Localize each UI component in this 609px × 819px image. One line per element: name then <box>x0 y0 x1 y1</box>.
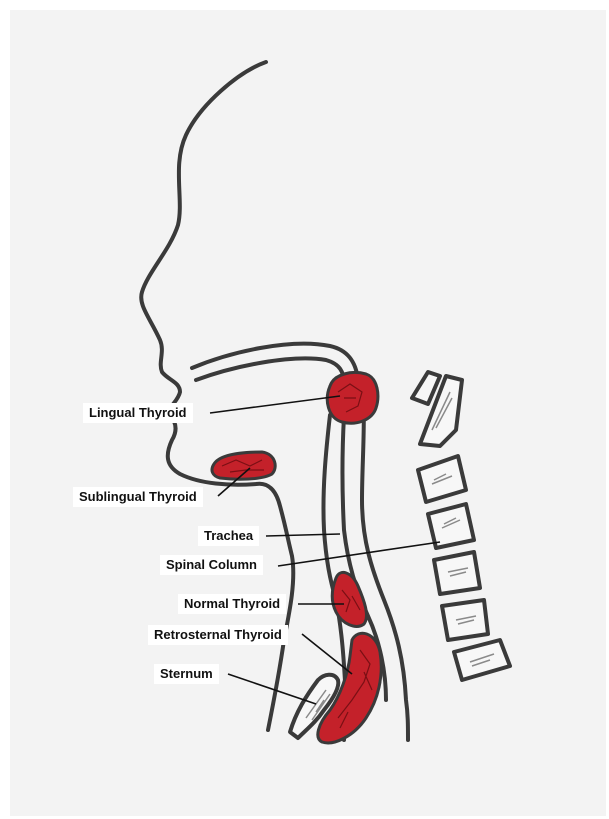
sublingual-thyroid-mass <box>212 452 275 479</box>
spinal-column-vertebrae <box>412 372 510 680</box>
leader-lingual-thyroid <box>210 396 340 413</box>
label-sternum: Sternum <box>154 664 219 684</box>
label-retrosternal-thyroid: Retrosternal Thyroid <box>148 625 288 645</box>
leader-trachea <box>266 534 340 536</box>
label-trachea: Trachea <box>198 526 259 546</box>
label-lingual-thyroid: Lingual Thyroid <box>83 403 193 423</box>
vertebra-c5 <box>434 552 480 594</box>
vertebra-c3 <box>418 456 466 502</box>
tongue-outline <box>196 358 344 384</box>
label-spinal-column: Spinal Column <box>160 555 263 575</box>
label-normal-thyroid: Normal Thyroid <box>178 594 286 614</box>
vertebra-c7 <box>454 640 510 680</box>
vertebra-c6 <box>442 600 488 640</box>
label-sublingual-thyroid: Sublingual Thyroid <box>73 487 203 507</box>
leader-spinal-column <box>278 542 440 566</box>
vertebra-c4 <box>428 504 474 548</box>
